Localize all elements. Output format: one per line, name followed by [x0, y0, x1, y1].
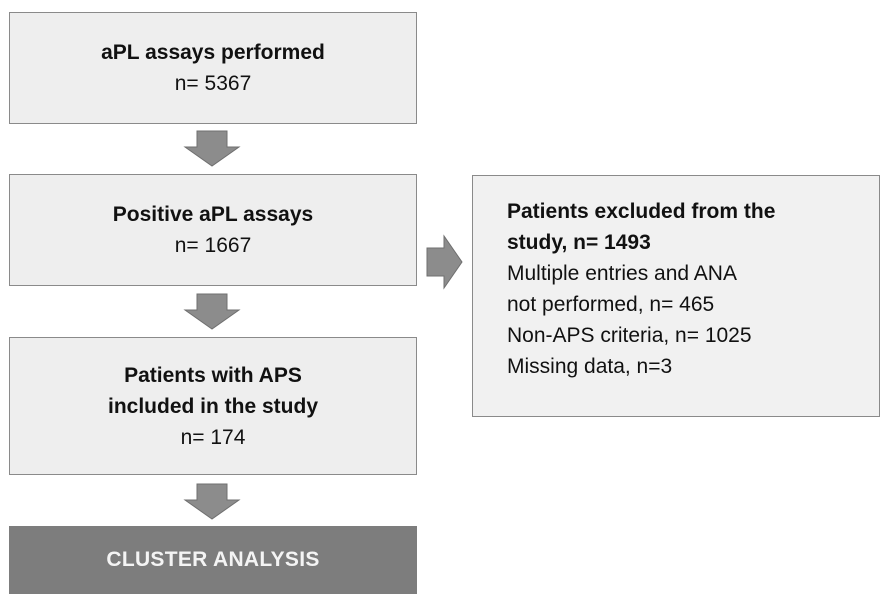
assays-performed-title: aPL assays performed	[101, 41, 325, 64]
assays-performed-box: aPL assays performed n= 5367	[9, 12, 417, 124]
excluded-item: Non-APS criteria, n= 1025	[507, 324, 752, 347]
cluster-analysis-label: CLUSTER ANALYSIS	[106, 548, 320, 571]
down-arrow-icon	[183, 293, 241, 330]
aps-patients-count: n= 174	[180, 425, 246, 449]
right-arrow-icon	[426, 234, 463, 290]
aps-patients-title-line2: included in the study	[107, 394, 318, 418]
excluded-title-line2: study, n= 1493	[507, 231, 651, 254]
positive-assays-title: Positive aPL assays	[112, 203, 314, 226]
excluded-item: Missing data, n=3	[507, 355, 673, 378]
assays-performed-count: n= 5367	[174, 72, 252, 95]
excluded-item: not performed, n= 465	[507, 293, 715, 316]
excluded-title-line1: Patients excluded from the	[507, 200, 776, 223]
excluded-item: Multiple entries and ANA	[507, 262, 737, 285]
aps-patients-box: Patients with APS included in the study …	[9, 337, 417, 475]
down-arrow-icon	[183, 483, 241, 520]
positive-assays-box: Positive aPL assays n= 1667	[9, 174, 417, 286]
down-arrow-icon	[183, 130, 241, 167]
positive-assays-count: n= 1667	[174, 234, 252, 257]
excluded-patients-box: Patients excluded from the study, n= 149…	[472, 175, 880, 417]
cluster-analysis-box: CLUSTER ANALYSIS	[9, 526, 417, 594]
aps-patients-title-line1: Patients with APS	[124, 363, 302, 387]
